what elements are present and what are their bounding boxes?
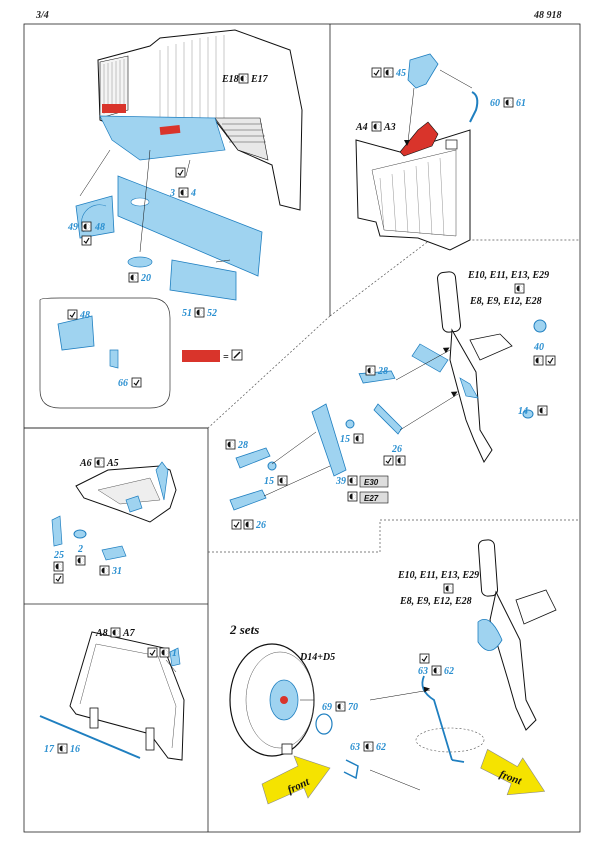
part-17: 17	[44, 744, 55, 755]
wheel-d14	[229, 643, 359, 780]
page-number: 3/4	[36, 10, 49, 21]
label-a5: A5	[106, 458, 119, 469]
part-39: 39	[335, 476, 346, 487]
label-e-top-2: E8, E9, E12, E28	[469, 296, 542, 307]
label-e17: E17	[250, 74, 269, 85]
part-16: 16	[70, 744, 80, 755]
part-62-lower: 62	[376, 742, 386, 753]
part-63-lower: 63	[350, 742, 360, 753]
part-61: 61	[516, 98, 526, 109]
part-51: 51	[182, 308, 192, 319]
callout-detail	[39, 297, 171, 409]
part-20-shape	[127, 256, 153, 268]
label-a3: A3	[383, 122, 396, 133]
part-4: 4	[190, 188, 196, 199]
part-31: 31	[111, 566, 122, 577]
landing-gear-strut-top	[411, 271, 547, 464]
etched-strip-51	[169, 259, 237, 301]
panel-a6	[51, 461, 177, 561]
part-66: 66	[118, 378, 128, 389]
part-60: 60	[490, 98, 500, 109]
tag-e27: E27	[364, 494, 379, 503]
part-62-upper: 62	[444, 666, 454, 677]
front-arrow-right: front	[480, 748, 546, 796]
label-wheel: D14+D5	[299, 652, 335, 663]
part-49: 49	[67, 222, 78, 233]
front-arrow-left: front	[261, 755, 331, 805]
assembly-lines	[79, 69, 473, 791]
part-40: 40	[533, 342, 544, 353]
part-63-upper: 63	[418, 666, 428, 677]
label-a6: A6	[79, 458, 92, 469]
part-28-lower: 28	[237, 440, 248, 451]
label-a8: A8	[95, 628, 108, 639]
landing-gear-strut-bottom	[415, 539, 557, 763]
paint-icon-wheel	[281, 743, 293, 755]
section-frames	[23, 23, 581, 833]
paint-swatch	[182, 350, 220, 362]
part-48-detail: 48	[79, 310, 90, 321]
part-2: 2	[77, 544, 83, 555]
part-69: 69	[322, 702, 332, 713]
product-code: 48 918	[534, 10, 562, 21]
tag-e30: E30	[364, 478, 379, 487]
part-26-lower: 26	[255, 520, 266, 531]
link-parts	[229, 370, 403, 511]
armour-plate-a4	[355, 121, 471, 251]
part-26-upper: 26	[391, 444, 402, 455]
part-70: 70	[348, 702, 358, 713]
part-20: 20	[140, 273, 151, 284]
part-15-lower: 15	[264, 476, 274, 487]
part-15-upper: 15	[340, 434, 350, 445]
label-e18: E18	[221, 74, 239, 85]
label-e-top-1: E10, E11, E13, E29	[467, 270, 549, 281]
part-52: 52	[207, 308, 217, 319]
part-28-upper: 28	[377, 366, 388, 377]
part-3: 3	[169, 188, 175, 199]
label-e-bottom-1: E10, E11, E13, E29	[397, 570, 479, 581]
handle-60	[469, 91, 479, 123]
label-e-bottom-2: E8, E9, E12, E28	[399, 596, 472, 607]
bracket-45	[407, 53, 439, 89]
svg-text:=: =	[223, 352, 229, 363]
part-1: 1	[172, 648, 177, 659]
sets-label: 2 sets	[229, 622, 259, 637]
label-a7: A7	[122, 628, 136, 639]
part-25: 25	[53, 550, 64, 561]
part-45: 45	[395, 68, 406, 79]
part-48-top: 48	[94, 222, 105, 233]
part-14: 14	[518, 406, 528, 417]
label-a4: A4	[355, 122, 368, 133]
fuselage-part-e18	[97, 29, 303, 211]
